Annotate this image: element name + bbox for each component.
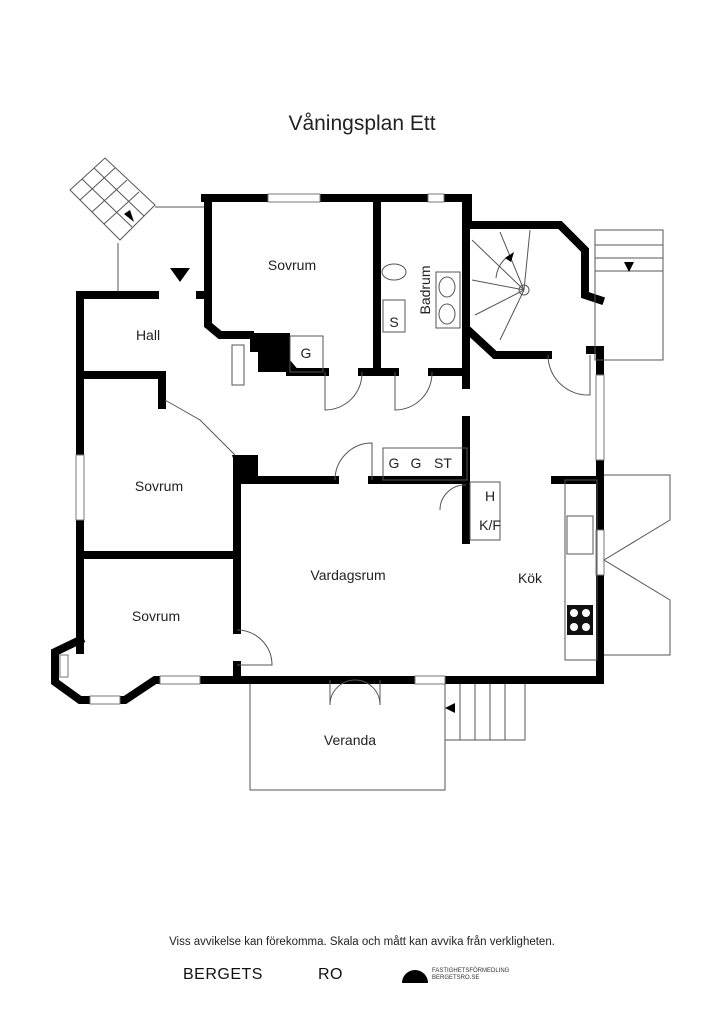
doors — [164, 354, 591, 706]
right-exterior — [594, 229, 671, 656]
walls — [51, 194, 606, 704]
brand-logo-right: RO — [318, 966, 343, 983]
plan-title: Våningsplan Ett — [288, 112, 435, 135]
closet-label-g: G — [301, 345, 312, 361]
closet-label-g: G — [389, 455, 400, 471]
interior-staircase — [471, 229, 531, 341]
closet-label-g: G — [411, 455, 422, 471]
agency-line-2: BERGETSRO.SE — [432, 975, 480, 981]
room-label-veranda: Veranda — [324, 732, 376, 748]
room-label-kok: Kök — [518, 570, 543, 586]
room-label-hall: Hall — [136, 327, 160, 343]
room-label-sovrum-top: Sovrum — [268, 257, 316, 273]
agency-line-1: FASTIGHETSFÖRMEDLING — [432, 968, 510, 974]
room-label-sovrum-mid: Sovrum — [135, 478, 183, 494]
brand-logo-left: BERGETS — [183, 966, 263, 983]
shower-label: S — [389, 314, 398, 330]
room-label-vardagsrum: Vardagsrum — [310, 567, 385, 583]
entrance-stairs — [69, 157, 205, 292]
room-label-badrum: Badrum — [417, 265, 433, 314]
disclaimer: Viss avvikelse kan förekomma. Skala och … — [169, 936, 555, 948]
agency-text: FASTIGHETSFÖRMEDLING BERGETSRO.SE — [432, 968, 509, 982]
closet-label-h: H — [485, 488, 495, 504]
room-label-sovrum-bottom: Sovrum — [132, 608, 180, 624]
closet-label-st: ST — [434, 455, 452, 471]
closet-label-kf: K/F — [479, 517, 501, 533]
agency-logo-icon — [402, 970, 428, 983]
fixtures — [231, 263, 598, 661]
veranda-area — [249, 684, 526, 791]
windows — [59, 193, 605, 705]
